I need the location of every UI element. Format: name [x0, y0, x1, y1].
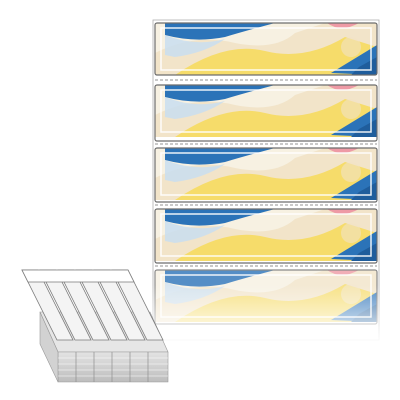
folded-stack-icon	[21, 269, 169, 383]
fade-overlay	[150, 285, 382, 345]
label-strip-3	[154, 147, 378, 203]
label-strip-4	[154, 208, 378, 264]
label-strip-1	[154, 22, 378, 76]
label-strip-icon	[154, 147, 378, 203]
label-strip-icon	[154, 22, 378, 76]
label-strip-icon	[154, 84, 378, 142]
label-strip-2	[154, 84, 378, 142]
label-strip-icon	[154, 208, 378, 264]
